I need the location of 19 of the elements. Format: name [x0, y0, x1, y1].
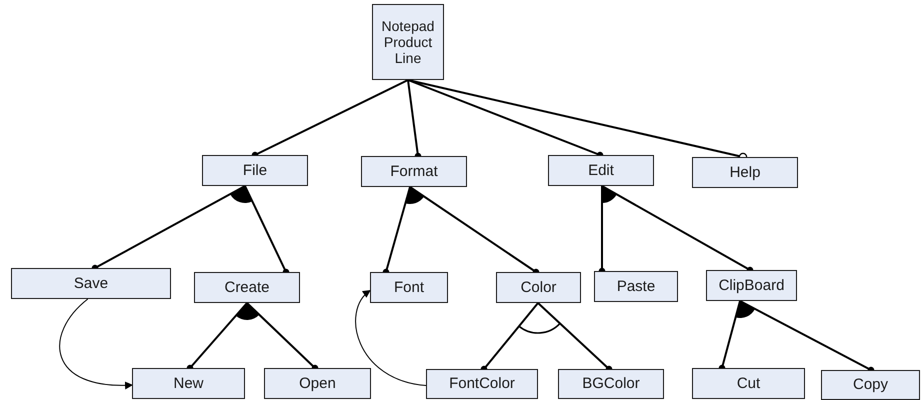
feature-box: New: [132, 368, 245, 399]
feature-box: Paste: [594, 271, 678, 302]
requires-arrow: [59, 298, 133, 390]
feature-box: Format: [361, 156, 467, 187]
feature-box: FontColor: [426, 369, 538, 399]
feature-box: Copy: [821, 370, 920, 400]
feature-box: Open: [264, 368, 371, 399]
feature-box: Save: [11, 268, 171, 299]
requires-arrow: [355, 290, 426, 386]
feature-box: Edit: [548, 155, 654, 186]
feature-box: BGColor: [558, 369, 664, 399]
feature-box: Help: [692, 157, 798, 188]
feature-box: Create: [194, 272, 300, 303]
feature-box: Notepad Product Line: [372, 4, 444, 80]
feature-box: File: [202, 155, 308, 186]
feature-box: Color: [496, 272, 581, 303]
feature-box: Cut: [692, 368, 805, 399]
feature-box: Font: [370, 272, 448, 303]
feature-box: ClipBoard: [706, 270, 797, 301]
